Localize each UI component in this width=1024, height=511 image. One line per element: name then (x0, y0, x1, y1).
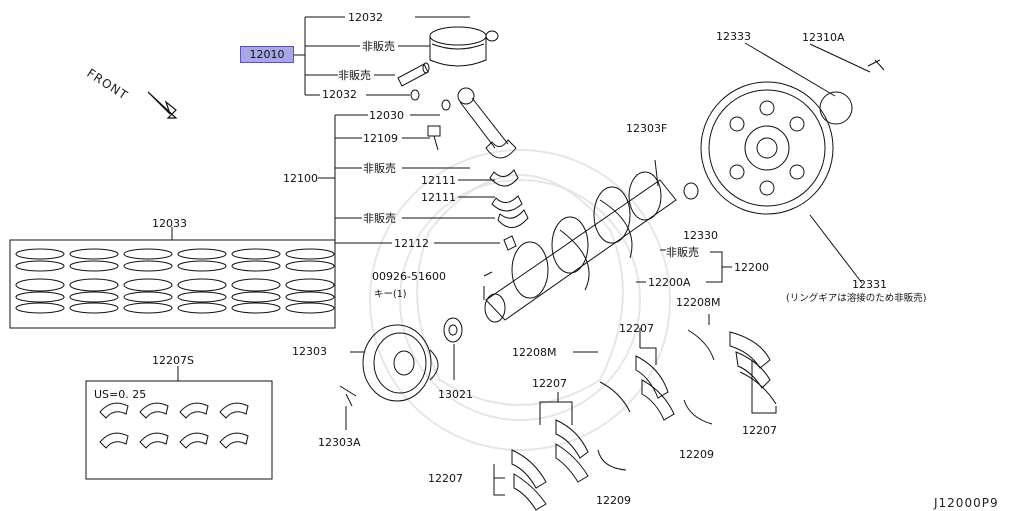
flywheel-plate (819, 91, 853, 125)
piston-ring (231, 291, 281, 303)
bearing-shell (139, 432, 169, 449)
bearing-shell (219, 402, 249, 419)
piston-ring (177, 302, 227, 314)
piston-ring (69, 291, 119, 303)
piston-ring (231, 302, 281, 314)
flywheel (700, 81, 834, 215)
connecting-rod (457, 87, 529, 251)
label-not-for-sale-pin: 非販売 (338, 69, 371, 82)
label-12330[interactable]: 12330 (683, 229, 718, 242)
piston-ring (177, 260, 227, 272)
label-12208M-right[interactable]: 12208M (676, 296, 721, 309)
bearing-shell (99, 432, 129, 449)
label-12303[interactable]: 12303 (292, 345, 327, 358)
piston-ring (15, 248, 65, 260)
label-12032-bottom[interactable]: 12032 (322, 88, 357, 101)
label-12207-center[interactable]: 12207 (619, 322, 654, 335)
label-12112[interactable]: 12112 (394, 237, 429, 250)
piston-ring (123, 291, 173, 303)
piston-ring (231, 278, 281, 292)
bearing-shell (99, 402, 129, 419)
label-12200[interactable]: 12200 (734, 261, 769, 274)
piston-ring (15, 302, 65, 314)
piston-ring (285, 260, 335, 272)
piston-ring (69, 260, 119, 272)
label-12209-bottom[interactable]: 12209 (596, 494, 631, 507)
piston-ring (123, 248, 173, 260)
piston-ring (285, 278, 335, 292)
crankshaft (484, 171, 677, 323)
piston-ring (285, 248, 335, 260)
piston-ring (123, 278, 173, 292)
label-12207-bottom[interactable]: 12207 (428, 472, 463, 485)
label-13021[interactable]: 13021 (438, 388, 473, 401)
bearing-box (85, 380, 273, 480)
piston-ring (69, 278, 119, 292)
label-12207-right[interactable]: 12207 (742, 424, 777, 437)
piston-ring (69, 248, 119, 260)
piston-ring (285, 302, 335, 314)
diagram-code: J12000P9 (934, 496, 999, 510)
piston-ring (69, 302, 119, 314)
front-arrow-icon (147, 91, 178, 119)
piston-ring (285, 291, 335, 303)
label-not-for-sale-cap: 非販売 (363, 212, 396, 225)
piston-ring (231, 260, 281, 272)
bearing-shell (179, 432, 209, 449)
bearing-shell (139, 402, 169, 419)
piston-ring (123, 302, 173, 314)
main-bearings (511, 329, 777, 511)
piston (429, 26, 499, 67)
piston-ring (15, 291, 65, 303)
piston-ring (177, 278, 227, 292)
label-not-for-sale-piston: 非販売 (362, 40, 395, 53)
label-12200A[interactable]: 12200A (648, 276, 691, 289)
label-12032-top[interactable]: 12032 (348, 11, 383, 24)
label-12310A[interactable]: 12310A (802, 31, 845, 44)
piston-ring (177, 248, 227, 260)
label-12303F[interactable]: 12303F (626, 122, 668, 135)
label-12207-mid[interactable]: 12207 (532, 377, 567, 390)
label-12209-right[interactable]: 12209 (679, 448, 714, 461)
piston-ring (231, 248, 281, 260)
label-12109[interactable]: 12109 (363, 132, 398, 145)
label-12331-note: (リングギアは溶接のため非販売) (786, 293, 927, 304)
piston-ring (123, 260, 173, 272)
piston-ring (15, 260, 65, 272)
snap-ring (410, 89, 420, 101)
label-12333[interactable]: 12333 (716, 30, 751, 43)
sprocket (443, 317, 463, 343)
label-12111-b[interactable]: 12111 (421, 191, 456, 204)
label-12208M-left[interactable]: 12208M (512, 346, 557, 359)
label-not-for-sale-crank: 非販売 (666, 246, 699, 259)
piston-ring (15, 278, 65, 292)
part-12010-highlight[interactable]: 12010 (240, 46, 294, 63)
piston-ring (177, 291, 227, 303)
bearing-shell (179, 402, 209, 419)
label-not-for-sale-rod: 非販売 (363, 162, 396, 175)
label-12331[interactable]: 12331 (852, 278, 887, 291)
label-12033[interactable]: 12033 (152, 217, 187, 230)
label-12100[interactable]: 12100 (283, 172, 318, 185)
label-00926-51600[interactable]: 00926-51600 (372, 270, 446, 283)
pilot-bearing (683, 182, 699, 200)
label-12207S[interactable]: 12207S (152, 354, 194, 367)
crank-pulley (362, 324, 439, 402)
bearing-shell (219, 432, 249, 449)
label-key-desc: キー(1) (374, 289, 407, 300)
label-us-note: US=0. 25 (94, 388, 147, 401)
label-12303A[interactable]: 12303A (318, 436, 361, 449)
label-12111-a[interactable]: 12111 (421, 174, 456, 187)
label-12030[interactable]: 12030 (369, 109, 404, 122)
piston-pin (397, 62, 430, 87)
